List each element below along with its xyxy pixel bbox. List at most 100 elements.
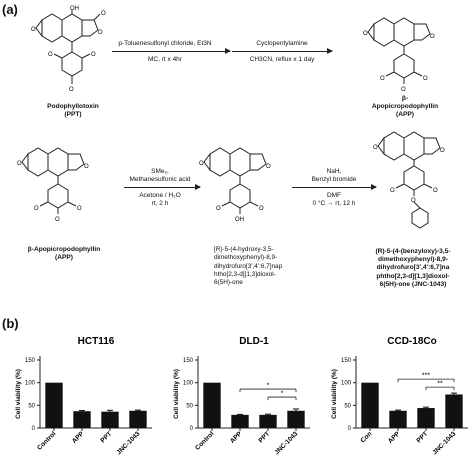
svg-text:O: O [401, 87, 406, 93]
y-tick-label: 100 [25, 381, 36, 387]
significance-label: ** [437, 381, 443, 388]
ppt-name: Podophyllotoxin (PPT) [47, 103, 99, 119]
chart-title: CCD-18Co [387, 336, 436, 347]
svg-text:O: O [430, 34, 435, 40]
x-tick-label: APP [71, 430, 86, 445]
svg-text:O: O [84, 164, 89, 170]
svg-text:O: O [363, 31, 368, 37]
bar [231, 414, 249, 428]
jnc-1043-name: (R)-5-(4-(benzyloxy)-3,5- dimethoxypheny… [375, 248, 451, 288]
bar [417, 408, 435, 428]
bar [101, 411, 119, 428]
y-axis-label: Cell viability (%) [15, 369, 22, 419]
svg-text:O: O [423, 76, 428, 82]
reaction-4-reagents: NaH, Benzyl bromide [311, 168, 357, 184]
panel-a-label: (a) [2, 2, 18, 17]
svg-text:O: O [77, 206, 82, 212]
svg-text:O: O [55, 217, 60, 223]
chart-title: DLD-1 [239, 336, 269, 347]
x-tick-label: JNC-1043 [432, 430, 458, 456]
x-tick-label: JNC-1043 [116, 430, 142, 456]
intermediate-name: [R)-5-(4-hydroxy-3,5- dimethoxyphenyl)-8… [214, 246, 283, 287]
svg-text:O: O [69, 87, 74, 93]
y-tick-label: 150 [341, 358, 352, 364]
svg-text:O: O [440, 148, 445, 154]
y-tick-label: 0 [190, 426, 194, 432]
bar [361, 382, 379, 428]
significance-label: * [281, 391, 284, 398]
chart-title: HCT116 [78, 336, 115, 347]
bar [287, 410, 305, 428]
reaction-1-conditions: MC, rt x 4hr [148, 56, 182, 63]
svg-text:O: O [17, 161, 22, 167]
panel-b-label: (b) [2, 316, 19, 331]
svg-text:O: O [91, 52, 96, 58]
reaction-4-arrow [292, 184, 377, 190]
bar [259, 414, 277, 428]
intermediate-structure: O O O O OH [199, 147, 271, 223]
app-bottom-name: β-Apopicropodophyllin (APP) [27, 246, 101, 262]
reaction-2-conditions: CH3CN, reflux x 1 day [249, 56, 315, 63]
svg-text:O: O [216, 206, 221, 212]
bar [203, 382, 221, 428]
y-axis-label: Cell viability (%) [173, 369, 180, 419]
x-tick-label: PPT [416, 430, 430, 444]
reaction-2-arrow [232, 48, 333, 54]
svg-text:O: O [98, 30, 103, 36]
svg-text:O: O [373, 145, 378, 151]
svg-text:O: O [48, 52, 53, 58]
svg-text:O: O [101, 11, 106, 17]
y-tick-label: 0 [348, 426, 352, 432]
svg-text:O: O [411, 198, 416, 204]
x-tick-label: Con [360, 430, 374, 444]
y-tick-label: 150 [183, 358, 194, 364]
bar [389, 410, 407, 428]
y-tick-label: 50 [344, 403, 351, 409]
app-bottom-structure: O O O O O [17, 147, 89, 223]
y-tick-label: 150 [25, 358, 36, 364]
x-tick-label: APP [387, 430, 402, 445]
reaction-2-reagents: Cyclopentylamine [256, 40, 308, 47]
svg-text:O: O [380, 76, 385, 82]
jnc-1043-structure: O O O O O [373, 131, 445, 229]
y-tick-label: 50 [28, 403, 35, 409]
y-tick-label: 0 [32, 426, 36, 432]
x-tick-label: PPT [258, 430, 272, 444]
svg-text:O: O [390, 188, 395, 194]
x-tick-label: Control [194, 430, 215, 451]
reaction-1-arrow [112, 48, 231, 54]
reaction-3-reagents: SMe₂, Methanesulfonic acid [129, 168, 191, 184]
bar [73, 411, 91, 428]
reaction-4-conditions: DMF 0 °C → rt, 12 h [312, 192, 356, 208]
bar [445, 394, 463, 428]
ppt-structure: OH O O O O O O [31, 6, 106, 93]
x-tick-label: JNC-1043 [274, 430, 300, 456]
svg-text:O: O [199, 161, 204, 167]
significance-label: *** [422, 373, 430, 380]
y-tick-label: 50 [186, 403, 193, 409]
svg-text:O: O [433, 188, 438, 194]
y-tick-label: 100 [183, 381, 194, 387]
x-tick-label: Control [36, 430, 57, 451]
significance-label: * [267, 383, 270, 390]
svg-text:O: O [34, 206, 39, 212]
reaction-3-conditions: Acetone / H₂O rt, 2 h [139, 192, 181, 208]
bar [129, 410, 147, 428]
svg-text:O: O [31, 27, 36, 33]
svg-text:O: O [266, 164, 271, 170]
y-tick-label: 100 [341, 381, 352, 387]
reaction-1-reagents: p-Toluenesulfonyl chloride, Et3N [118, 40, 212, 47]
reaction-3-arrow [124, 184, 201, 190]
svg-text:OH: OH [70, 6, 79, 12]
x-tick-label: APP [229, 430, 244, 445]
app-top-name: β- Apopicropodophyllin (APP) [371, 95, 439, 119]
y-axis-label: Cell viability (%) [331, 369, 338, 419]
app-top-structure: O O O O O [363, 17, 435, 93]
svg-text:OH: OH [235, 217, 244, 223]
x-tick-label: PPT [100, 430, 114, 444]
